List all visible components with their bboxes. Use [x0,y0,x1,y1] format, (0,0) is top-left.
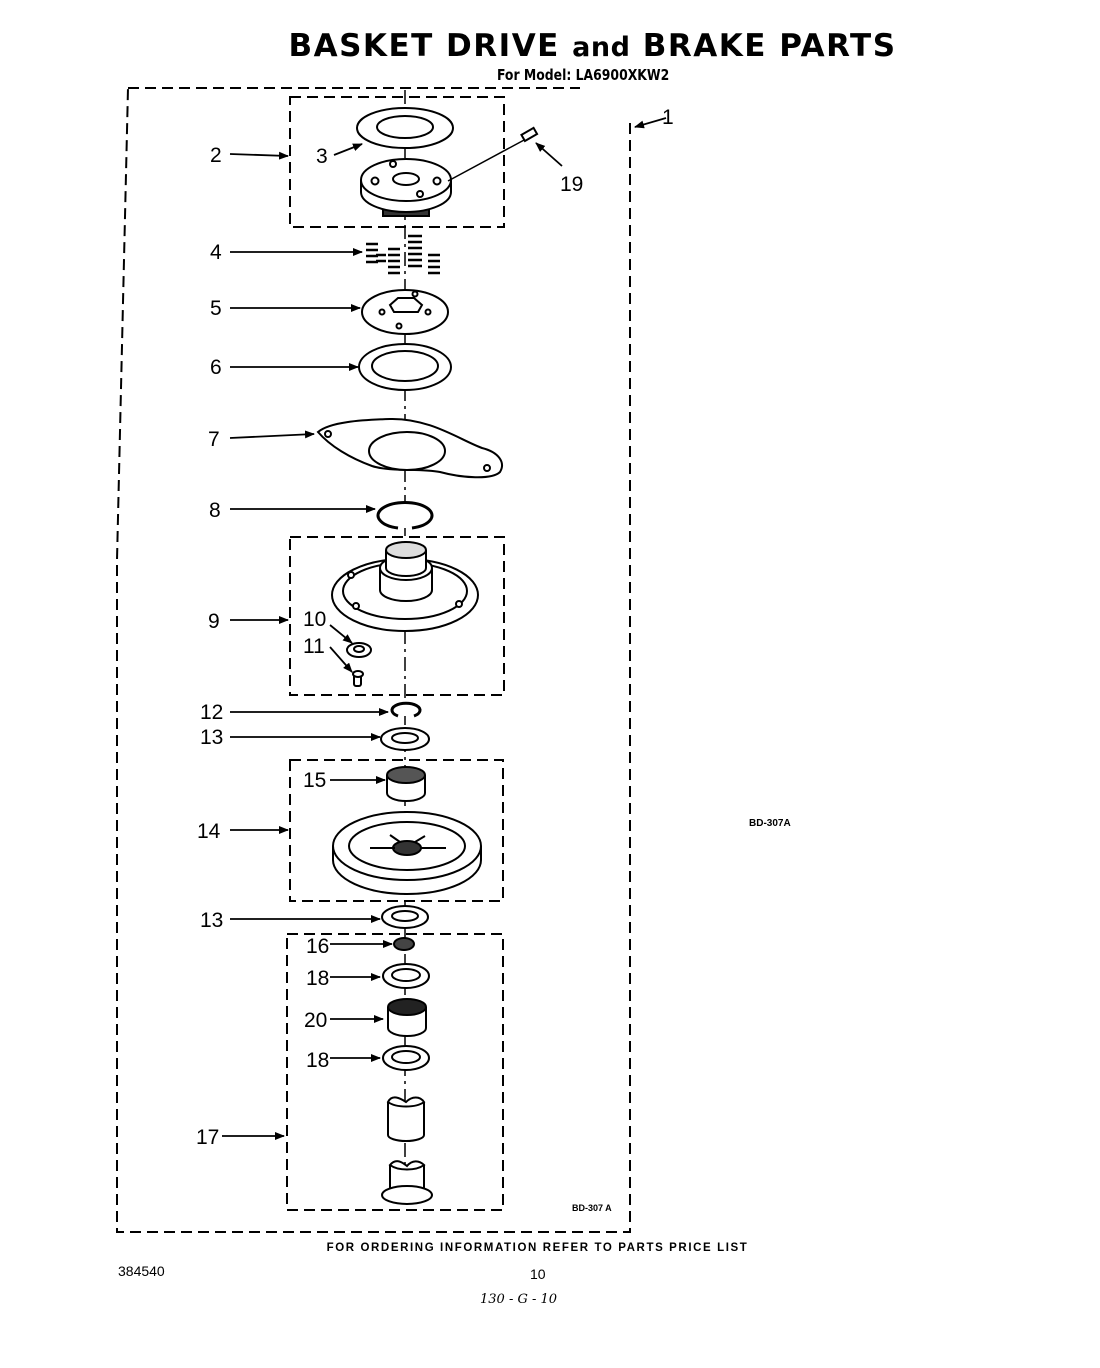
part-brake-cam-hub [360,158,452,217]
callout-8: 8 [209,499,221,522]
callout-9: 9 [208,610,220,633]
part-bearing-sleeve [386,766,426,802]
part-brake-lining-washer [358,343,452,391]
part-tube-upper [386,1096,426,1142]
group-box-bearing [286,933,504,1211]
part-thrust-washer-top [356,107,454,149]
callout-10: 10 [303,608,326,631]
callout-15: 15 [303,769,326,792]
group-box-pulley [289,759,504,902]
callout-13b: 13 [200,909,223,932]
part-bushing [387,998,427,1037]
page-number: 10 [530,1266,546,1282]
part-bearing-washer-lower [381,905,429,929]
handwritten-note: 130 - G - 10 [480,1292,558,1307]
title-part-3: BRAKE PARTS [630,28,897,64]
callout-16: 16 [306,935,329,958]
callout-2: 2 [210,144,222,167]
part-retaining-ring [376,500,434,530]
part-washer-small [346,642,372,658]
group-box-top [289,96,505,228]
callout-7: 7 [208,428,220,451]
part-pulley [332,811,482,895]
document-part-number: 384540 [118,1263,165,1279]
part-bearing-lower [382,1045,430,1071]
part-pin [447,126,539,182]
callout-11: 11 [303,635,325,658]
diagram-code-box: BD-307 A [572,1203,612,1213]
leader-19 [535,142,563,167]
title-part-1: BASKET DRIVE [288,28,573,64]
callout-17: 17 [196,1126,219,1149]
group-box-brake [289,536,505,696]
callout-18a: 18 [306,967,329,990]
part-retaining-ring-small [390,701,422,718]
assembly-outline-box [116,87,631,1233]
callout-20: 20 [304,1009,327,1032]
leader-2 [229,151,289,160]
callout-14: 14 [197,820,221,843]
leader-10 [329,624,353,644]
part-bearing-upper [382,963,430,989]
callout-5: 5 [210,297,222,320]
callout-13a: 13 [200,726,223,749]
part-tube-base [381,1160,433,1205]
leader-3 [333,143,363,156]
title-part-2: and [572,32,631,63]
part-brake-plate [361,289,449,335]
ordering-notice: FOR ORDERING INFORMATION REFER TO PARTS … [326,1242,749,1254]
part-screw [352,670,364,687]
callout-6: 6 [210,356,222,379]
leader-7 [229,430,315,439]
page-title: BASKET DRIVE and BRAKE PARTS [0,28,1100,64]
callout-1: 1 [662,106,674,129]
part-brake-bracket [316,417,503,479]
leader-1 [634,117,667,129]
callout-3: 3 [316,145,328,168]
leader-11 [329,646,353,673]
part-springs [366,234,440,275]
callout-4: 4 [210,241,222,264]
callout-18b: 18 [306,1049,329,1072]
callout-12: 12 [200,701,223,724]
model-subtitle: For Model: LA6900XKW2 [497,66,670,84]
diagram-code-right: BD-307A [749,818,791,829]
callout-19: 19 [560,173,583,196]
part-brake-drum-assembly [331,541,479,632]
part-bearing-washer-upper [380,727,430,751]
part-ball [393,937,415,951]
